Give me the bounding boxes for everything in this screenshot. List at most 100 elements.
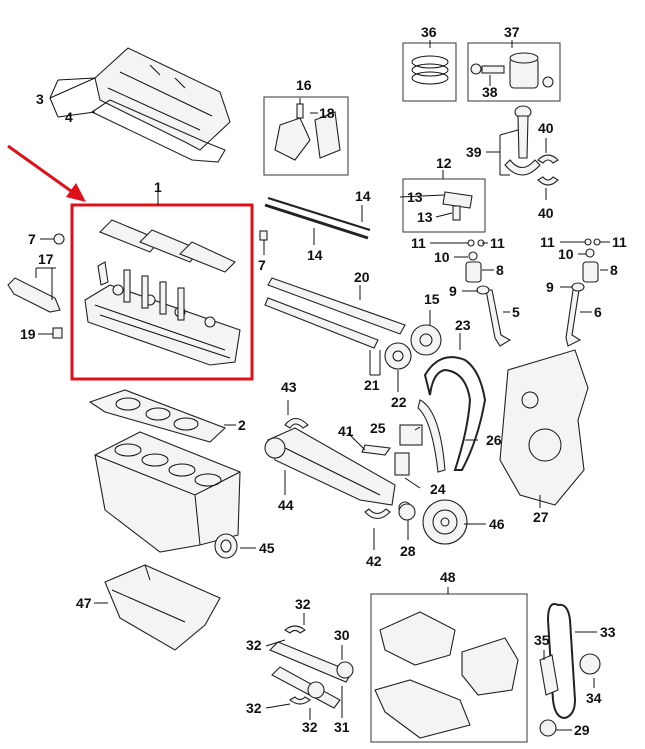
highlight-box-cylinder-head[interactable] <box>70 203 254 381</box>
thrust-washer[interactable] <box>284 417 309 429</box>
oil-control-valve[interactable] <box>7 277 61 313</box>
callout-30: 30 <box>334 627 350 643</box>
piston-rings <box>411 55 449 85</box>
timing-cover[interactable] <box>499 349 589 506</box>
callout-11d: 11 <box>612 234 627 250</box>
callout-14b: 14 <box>307 247 323 263</box>
callout-21: 21 <box>364 377 380 393</box>
callout-22: 22 <box>391 394 407 410</box>
callout-25: 25 <box>370 420 386 436</box>
head-gasket[interactable] <box>88 389 227 443</box>
cylinder-head[interactable] <box>84 219 241 366</box>
callout-12: 12 <box>436 155 452 171</box>
rocker-arm <box>442 191 473 221</box>
callout-45: 45 <box>259 540 275 556</box>
oil-seal[interactable] <box>214 533 238 559</box>
timing-chain[interactable] <box>423 356 487 471</box>
callout-9b: 9 <box>546 279 554 295</box>
plug-19[interactable] <box>52 327 63 339</box>
camshafts[interactable] <box>264 277 406 349</box>
tensioner[interactable] <box>399 424 423 446</box>
callout-35: 35 <box>534 632 550 648</box>
callout-11a: 11 <box>411 235 426 251</box>
callout-13b: 13 <box>417 209 433 225</box>
valve-intake[interactable] <box>485 289 512 347</box>
balancer-bearing-lower[interactable] <box>289 696 311 705</box>
callout-44: 44 <box>278 497 294 513</box>
callout-8a: 8 <box>496 262 504 278</box>
callout-32a: 32 <box>295 596 311 612</box>
crank-pulley[interactable] <box>422 499 468 545</box>
callout-8b: 8 <box>610 262 618 278</box>
oil-pump-chain[interactable] <box>546 603 577 720</box>
leader-lines <box>35 40 610 731</box>
vtc-actuator[interactable] <box>410 324 442 356</box>
callout-47: 47 <box>76 595 92 611</box>
callout-15: 15 <box>424 291 440 307</box>
crank-sprocket[interactable] <box>398 503 416 521</box>
callout-28: 28 <box>400 543 416 559</box>
main-bearing[interactable] <box>364 508 391 520</box>
valve-exhaust[interactable] <box>565 289 582 347</box>
callout-48: 48 <box>440 569 456 585</box>
callout-32b: 32 <box>246 637 262 653</box>
connecting-rod[interactable] <box>504 105 541 176</box>
chain-guide[interactable] <box>539 654 559 696</box>
oil-pan[interactable] <box>104 564 221 651</box>
callout-32c: 32 <box>246 700 262 716</box>
callout-6: 6 <box>594 304 602 320</box>
callouts: 1 2 3 4 5 6 7 7 8 8 9 9 10 10 11 11 11 1… <box>20 24 627 738</box>
callout-5: 5 <box>512 304 520 320</box>
highlight-arrow <box>7 144 86 202</box>
plug-7b[interactable] <box>259 230 268 241</box>
balance-shafts[interactable] <box>269 641 354 709</box>
oil-jet[interactable] <box>394 452 410 476</box>
vtec-solenoid-box[interactable] <box>263 96 349 176</box>
valve-cover[interactable] <box>90 47 231 163</box>
valve-spring-exhaust[interactable] <box>571 238 601 292</box>
callout-32d: 32 <box>302 719 318 735</box>
oil-pump-sprocket[interactable] <box>579 653 601 675</box>
callout-43: 43 <box>281 379 297 395</box>
crankshaft[interactable] <box>264 427 412 515</box>
callout-11c: 11 <box>540 234 555 250</box>
callout-7a: 7 <box>28 231 36 247</box>
cam-sprocket[interactable] <box>384 342 412 370</box>
callout-4: 4 <box>65 109 73 125</box>
callout-26: 26 <box>486 432 502 448</box>
rod-bearing-lower[interactable] <box>537 176 559 186</box>
rocker-shafts[interactable] <box>264 197 371 240</box>
plug-7[interactable] <box>53 233 65 245</box>
callout-39: 39 <box>466 144 482 160</box>
oil-pump-drive[interactable] <box>539 719 557 737</box>
balancer-assembly <box>374 611 519 739</box>
rod-bearing[interactable] <box>361 444 391 456</box>
callout-24: 24 <box>430 481 446 497</box>
callout-37: 37 <box>504 24 520 40</box>
callout-40a: 40 <box>538 120 554 136</box>
callout-41: 41 <box>338 423 354 439</box>
vtec-solenoid <box>274 103 341 161</box>
valve-spring-intake[interactable] <box>465 239 490 295</box>
callout-27: 27 <box>533 509 549 525</box>
balancer-box[interactable] <box>370 593 528 743</box>
balancer-bearing-upper[interactable] <box>284 625 306 634</box>
rod-bearing-upper[interactable] <box>537 154 559 164</box>
callout-23: 23 <box>455 317 471 333</box>
callout-40b: 40 <box>538 205 554 221</box>
piston-box[interactable] <box>467 42 561 102</box>
chain-tensioner-arm[interactable] <box>417 399 446 473</box>
callout-14a: 14 <box>355 188 371 204</box>
callout-13a: 13 <box>407 189 423 205</box>
engine-block[interactable] <box>94 431 241 553</box>
callout-11b: 11 <box>490 235 505 251</box>
callout-7b: 7 <box>258 257 266 273</box>
callout-3: 3 <box>36 91 44 107</box>
callout-16: 16 <box>296 77 312 93</box>
callout-42: 42 <box>366 553 382 569</box>
callout-2: 2 <box>238 417 246 433</box>
callout-17: 17 <box>38 251 54 267</box>
callout-20: 20 <box>354 269 370 285</box>
rocker-arm-box[interactable] <box>402 178 486 233</box>
